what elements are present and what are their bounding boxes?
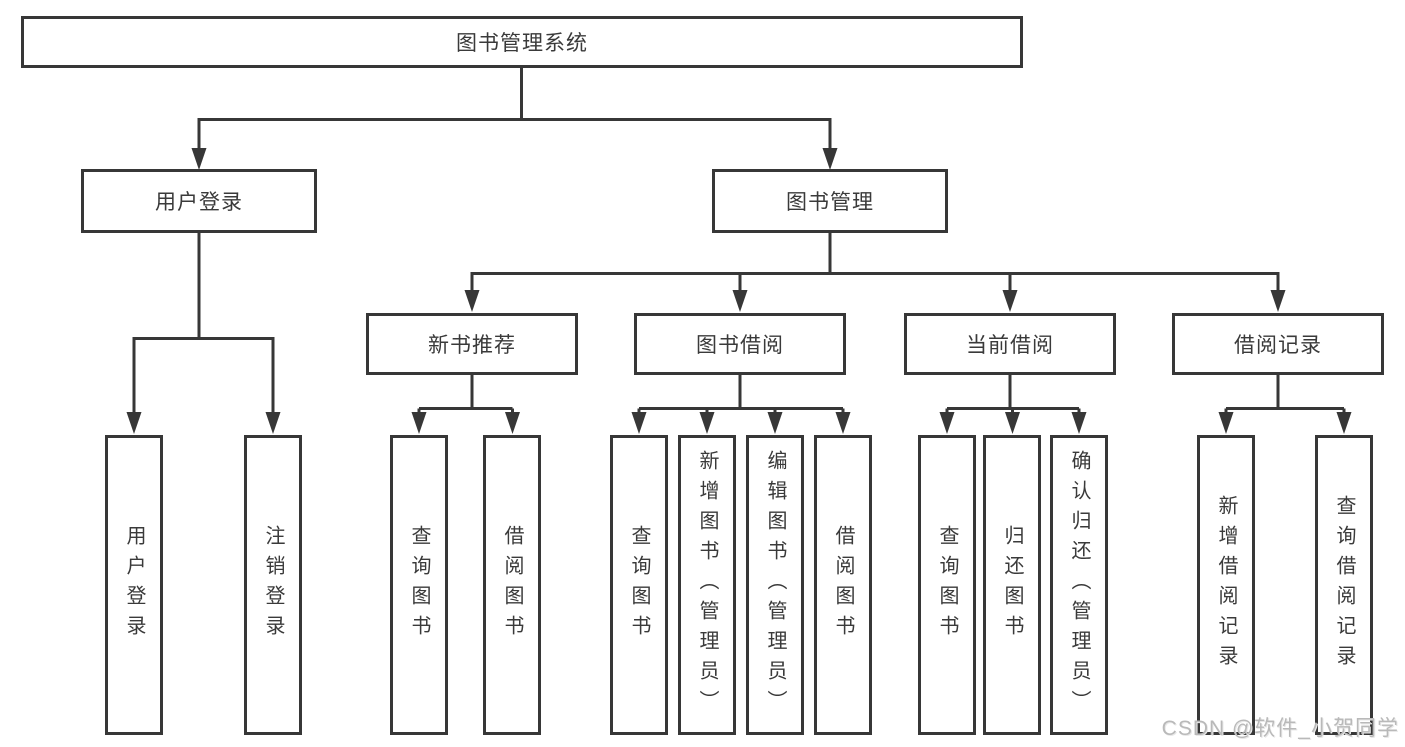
arrow-down-icon	[767, 412, 783, 434]
node-current-borrowing: 当前借阅	[904, 313, 1116, 375]
connectors-book-management	[470, 231, 1280, 296]
arrow-down-icon	[1336, 412, 1352, 434]
arrow-down-icon	[939, 412, 955, 434]
arrow-down-icon	[191, 148, 207, 170]
arrow-down-icon	[1071, 412, 1087, 434]
node-new-book-recommend: 新书推荐	[366, 313, 578, 375]
arrow-down-icon	[699, 412, 715, 434]
leaf-label: 注销登录	[262, 525, 284, 645]
arrow-down-icon	[732, 290, 748, 312]
leaf-label: 新增图书（管理员）	[696, 450, 718, 720]
node-user-login: 用户登录	[81, 169, 317, 233]
leaf-add-books-admin: 新增图书（管理员）	[678, 435, 736, 735]
leaf-label: 查询图书	[936, 525, 958, 645]
leaf-label: 查询图书	[408, 525, 430, 645]
arrow-down-icon	[835, 412, 851, 434]
connectors-root-to-level2	[197, 66, 832, 154]
arrow-down-icon	[1270, 290, 1286, 312]
leaf-query-borrow-record: 查询借阅记录	[1315, 435, 1373, 735]
leaf-query-books-current: 查询图书	[918, 435, 976, 735]
arrow-down-icon	[126, 412, 142, 434]
arrow-down-icon	[1218, 412, 1234, 434]
leaf-logout: 注销登录	[244, 435, 302, 735]
leaf-edit-books-admin: 编辑图书（管理员）	[746, 435, 804, 735]
node-borrowing-records: 借阅记录	[1172, 313, 1384, 375]
arrow-down-icon	[1005, 412, 1020, 434]
leaf-label: 归还图书	[1001, 525, 1023, 645]
arrowheads-user-login	[126, 412, 281, 434]
leaf-borrow-books-recommend: 借阅图书	[483, 435, 541, 735]
leaf-label: 编辑图书（管理员）	[764, 450, 786, 720]
arrow-down-icon	[505, 412, 520, 434]
leaf-confirm-return-admin: 确认归还（管理员）	[1050, 435, 1108, 735]
leaf-add-borrow-record: 新增借阅记录	[1197, 435, 1255, 735]
node-book-borrowing: 图书借阅	[634, 313, 846, 375]
leaf-label: 新增借阅记录	[1215, 495, 1237, 675]
leaf-return-books: 归还图书	[983, 435, 1041, 735]
arrow-down-icon	[464, 290, 480, 312]
arrowheads-leaves	[411, 412, 1352, 434]
leaf-label: 查询借阅记录	[1333, 495, 1355, 675]
arrow-down-icon	[631, 412, 647, 434]
node-library-system: 图书管理系统	[21, 16, 1023, 68]
connectors-level3-to-leaves	[417, 374, 1346, 416]
arrow-down-icon	[822, 148, 838, 170]
arrow-down-icon	[1002, 290, 1018, 312]
arrowheads-level3	[464, 290, 1286, 312]
leaf-borrow-books: 借阅图书	[814, 435, 872, 735]
leaf-label: 借阅图书	[501, 525, 523, 645]
leaf-label: 查询图书	[628, 525, 650, 645]
leaf-label: 用户登录	[123, 525, 145, 645]
leaf-query-books-recommend: 查询图书	[390, 435, 448, 735]
leaf-user-login: 用户登录	[105, 435, 163, 735]
arrow-down-icon	[265, 412, 281, 434]
leaf-label: 借阅图书	[832, 525, 854, 645]
node-book-management: 图书管理	[712, 169, 948, 233]
arrowheads-level2	[191, 148, 838, 170]
leaf-query-books-borrow: 查询图书	[610, 435, 668, 735]
leaf-label: 确认归还（管理员）	[1068, 450, 1090, 720]
csdn-watermark: CSDN @软件_小贺同学	[1161, 717, 1399, 740]
arrow-down-icon	[411, 412, 427, 434]
connectors-user-login	[132, 231, 275, 418]
